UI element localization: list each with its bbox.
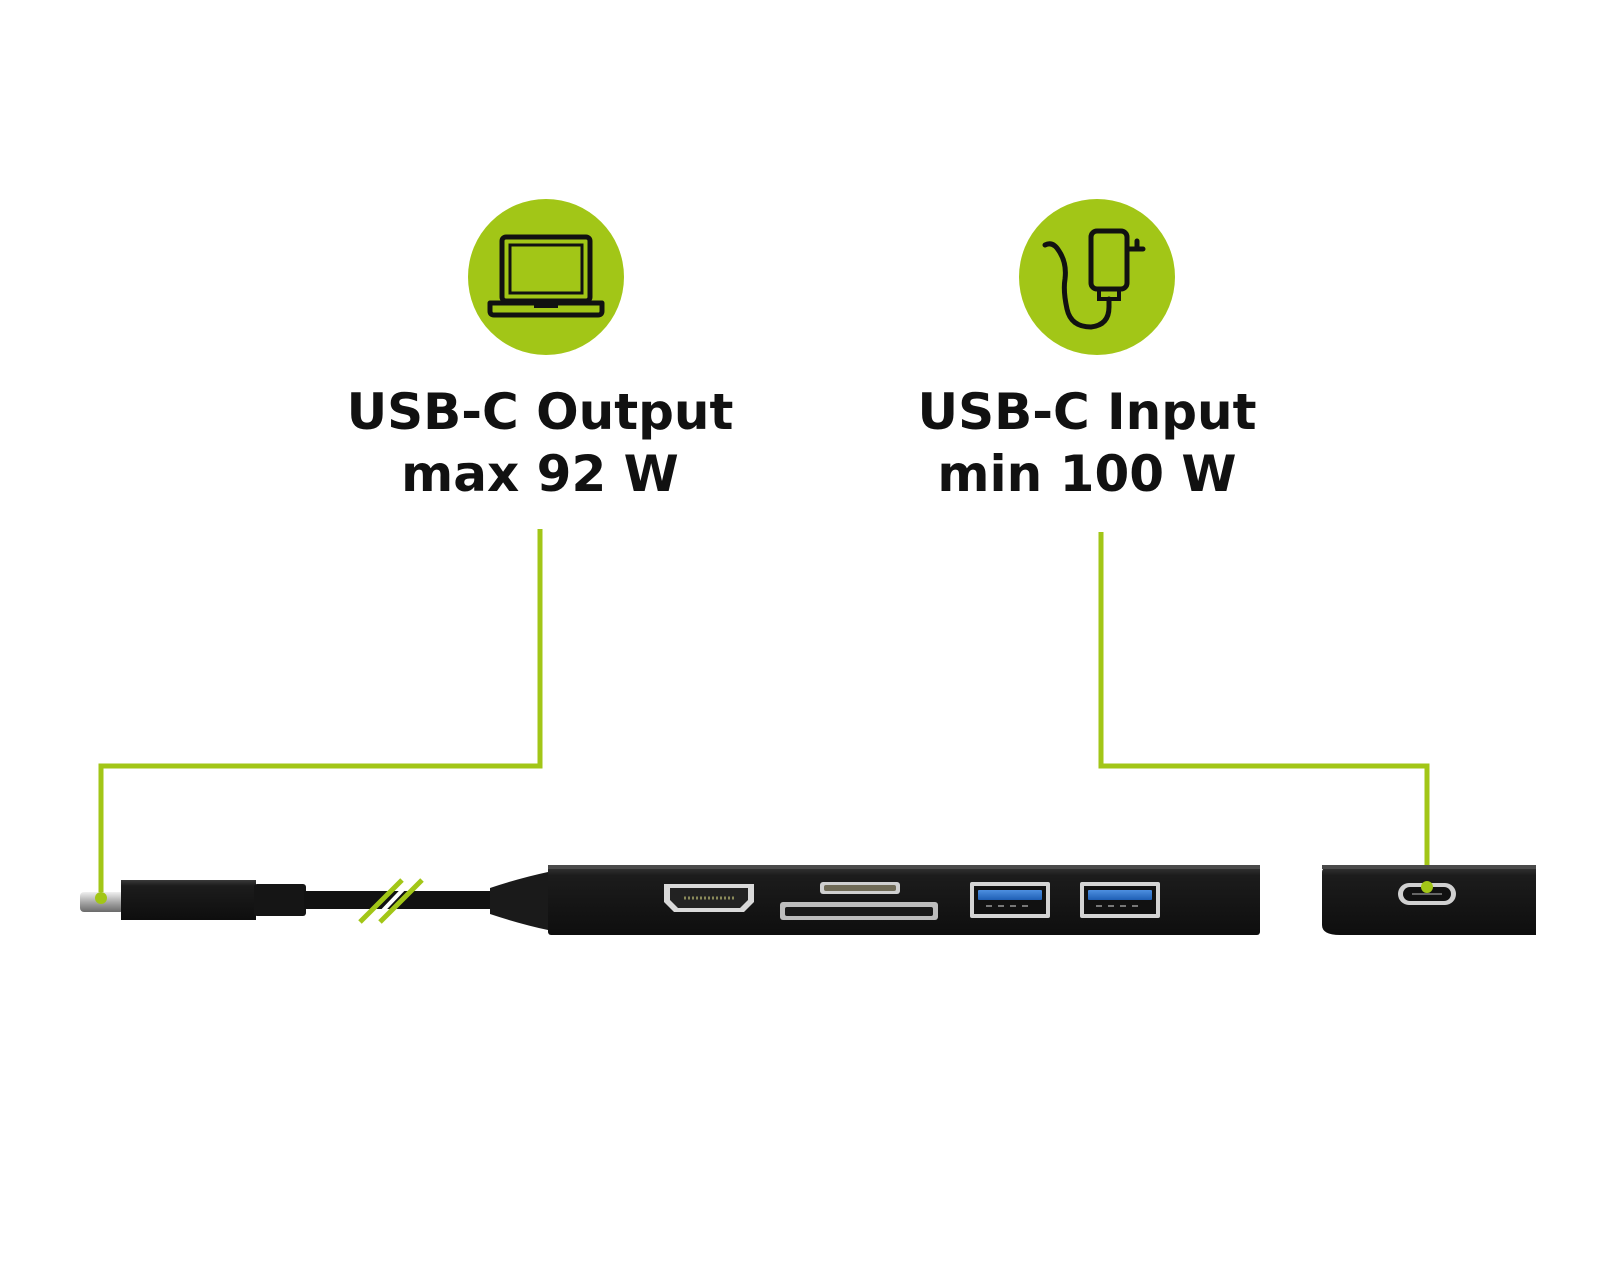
- usb-a-port-1: [970, 882, 1050, 918]
- usb-a-port-2: [1080, 882, 1160, 918]
- input-icon-badge: [1019, 199, 1175, 355]
- input-label-line2: min 100 W: [937, 445, 1237, 503]
- usb-c-plug: [80, 872, 548, 930]
- input-label: USB-C Input min 100 W: [857, 381, 1317, 505]
- laptop-icon: [468, 199, 624, 355]
- output-icon-badge: [468, 199, 624, 355]
- power-adapter-icon: [1019, 199, 1175, 355]
- usb-c-input-port: [1398, 883, 1456, 905]
- cable-break-mark: [358, 878, 424, 924]
- input-callout-dot: [1421, 881, 1433, 893]
- input-callout-line: [1098, 532, 1430, 886]
- output-label: USB-C Output max 92 W: [310, 381, 770, 505]
- output-callout-dot: [95, 892, 107, 904]
- hdmi-port: [664, 884, 754, 912]
- output-label-line1: USB-C Output: [346, 383, 734, 441]
- microsd-slot: [820, 882, 900, 894]
- sd-card-slot: [780, 902, 938, 920]
- input-label-line1: USB-C Input: [917, 383, 1257, 441]
- output-callout-line: [98, 529, 543, 896]
- output-label-line2: max 92 W: [401, 445, 679, 503]
